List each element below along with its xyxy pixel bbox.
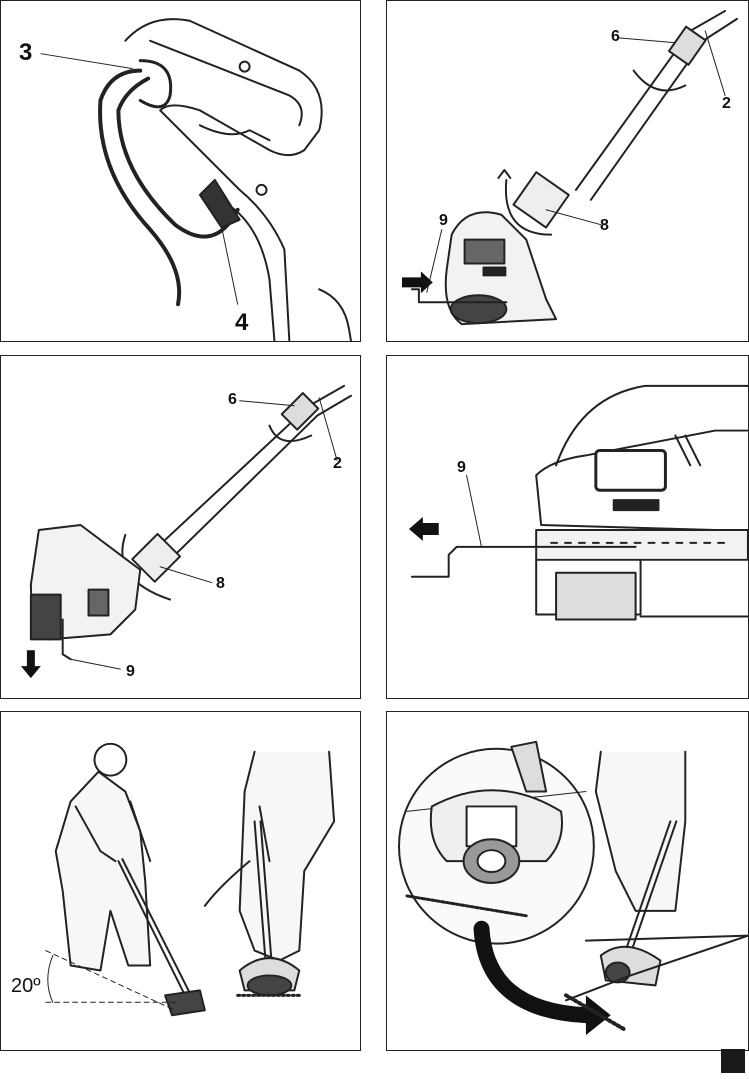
handle-illustration [1,1,360,341]
callout-8: 8 [600,218,609,234]
callout-6: 6 [228,392,237,408]
trimmer-head-rotated-illustration [1,356,360,698]
trimmer-pole-illustration [387,1,748,341]
edging-illustration [387,712,748,1050]
callout-2: 2 [333,456,342,472]
callout-9: 9 [439,213,448,229]
callout-9: 9 [126,664,135,680]
callout-8: 8 [216,576,225,592]
figure-edging-inset [386,711,749,1051]
figure-cord-retainer: 3 4 [0,0,361,342]
figure-key-closeup: 9 [386,355,749,699]
callout-9: 9 [457,460,466,476]
page-corner-tab [721,1049,745,1073]
callout-2: 2 [722,96,731,112]
figure-edge-mode: 6 2 8 9 [0,355,361,699]
figure-trimming-position: 20º [0,711,361,1051]
callout-4: 4 [235,311,248,335]
callout-3: 3 [19,41,32,65]
figure-adjust-height: 6 2 9 8 [386,0,749,342]
angle-label: 20º [11,976,41,996]
callout-6: 6 [611,29,620,45]
head-closeup-illustration [387,356,748,698]
operator-illustration [1,712,360,1050]
